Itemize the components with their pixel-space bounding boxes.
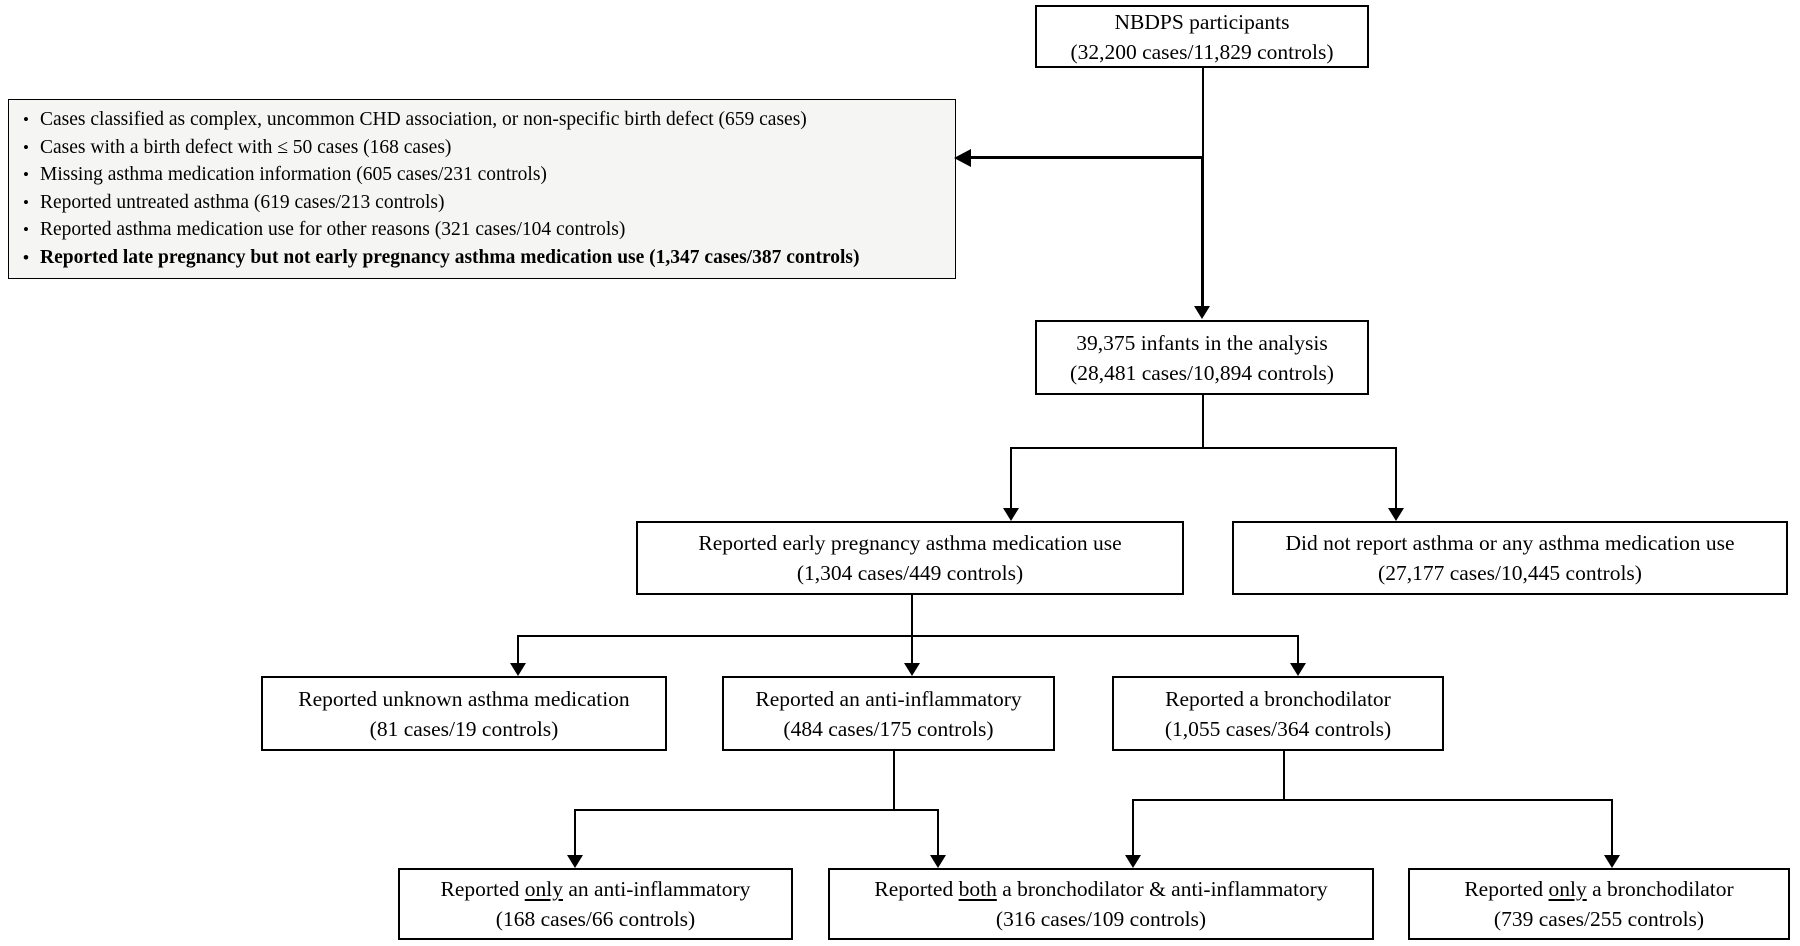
box-title: 39,375 infants in the analysis	[1076, 330, 1328, 355]
bullet-icon: •	[23, 137, 29, 157]
arrowhead-into-both-right-icon	[1125, 855, 1141, 868]
box-title: Reported unknown asthma medication	[298, 686, 630, 711]
label-text: Reported	[440, 877, 525, 901]
label-underlined-word: only	[1548, 877, 1587, 901]
box-infants-in-analysis: 39,375 infants in the analysis (28,481 c…	[1035, 320, 1369, 395]
arrowhead-into-early-icon	[1003, 508, 1019, 521]
exclusion-item: • Cases with a birth defect with ≤ 50 ca…	[23, 134, 945, 162]
connector-drop-didnot	[1395, 447, 1397, 508]
arrowhead-into-onlybroncho-icon	[1604, 855, 1620, 868]
exclusion-item: • Reported asthma medication use for oth…	[23, 216, 945, 244]
connector-early-stem	[911, 595, 913, 636]
box-title: Reported an anti-inflammatory	[755, 686, 1022, 711]
connector-analysis-split	[1011, 447, 1397, 449]
arrowhead-into-anti-icon	[904, 663, 920, 676]
box-stats: (1,304 cases/449 controls)	[796, 561, 1024, 585]
box-stats: (168 cases/66 controls)	[495, 907, 696, 931]
box-title: NBDPS participants	[1114, 9, 1290, 34]
bullet-icon: •	[23, 192, 29, 212]
label-text: a bronchodilator & anti-inflammatory	[996, 877, 1328, 901]
exclusion-criteria-box: • Cases classified as complex, uncommon …	[8, 99, 956, 279]
box-stats: (28,481 cases/10,894 controls)	[1070, 360, 1334, 385]
arrowhead-into-didnot-icon	[1388, 508, 1404, 521]
box-anti-inflammatory: Reported an anti-inflammatory (484 cases…	[722, 676, 1055, 751]
box-title: Reported early pregnancy asthma medicati…	[698, 531, 1122, 555]
exclusion-item-text: Missing asthma medication information (6…	[40, 164, 547, 185]
connector-drop-both-from-anti	[937, 809, 939, 856]
exclusion-item-text: Reported untreated asthma (619 cases/213…	[40, 191, 445, 213]
connector-drop-anti	[911, 635, 913, 664]
label-text: Reported	[874, 877, 959, 901]
connector-junction-to-analysis	[1201, 156, 1204, 308]
box-stats: (739 cases/255 controls)	[1493, 907, 1705, 931]
connector-drop-early	[1010, 447, 1012, 508]
box-stats: (81 cases/19 controls)	[369, 716, 559, 741]
box-early-pregnancy-med-use: Reported early pregnancy asthma medicati…	[636, 521, 1184, 595]
box-title: Did not report asthma or any asthma medi…	[1285, 531, 1735, 555]
box-unknown-asthma-medication: Reported unknown asthma medication (81 c…	[261, 676, 667, 751]
label-text: a bronchodilator	[1586, 877, 1734, 901]
bullet-icon: •	[23, 220, 29, 239]
connector-drop-unknown	[517, 635, 519, 664]
box-stats: (316 cases/109 controls)	[995, 907, 1207, 931]
label-underlined-word: both	[958, 877, 997, 901]
exclusion-item-text: Cases classified as complex, uncommon CH…	[40, 109, 807, 130]
box-title: Reported both a bronchodilator & anti-in…	[874, 874, 1327, 904]
connector-top-to-junction	[1202, 68, 1204, 158]
exclusion-item: • Missing asthma medication information …	[23, 161, 945, 189]
arrowhead-into-exclusions-icon	[954, 149, 971, 167]
connector-anti-stem	[893, 751, 895, 810]
exclusion-item: • Cases classified as complex, uncommon …	[23, 106, 945, 134]
connector-drop-broncho	[1297, 635, 1299, 664]
box-title: Reported only an anti-inflammatory	[441, 874, 751, 904]
connector-exclusion-arrow	[968, 156, 1204, 159]
box-stats: (32,200 cases/11,829 controls)	[1070, 39, 1334, 64]
arrowhead-into-broncho-icon	[1290, 663, 1306, 676]
connector-drop-onlybroncho	[1611, 799, 1613, 856]
box-only-bronchodilator: Reported only a bronchodilator (739 case…	[1408, 868, 1790, 940]
bullet-icon: •	[23, 165, 29, 184]
box-nbdps-participants: NBDPS participants (32,200 cases/11,829 …	[1035, 5, 1369, 68]
box-bronchodilator: Reported a bronchodilator (1,055 cases/3…	[1112, 676, 1444, 751]
box-title: Reported a bronchodilator	[1165, 686, 1391, 711]
connector-early-split	[518, 635, 1299, 637]
exclusion-item: • Reported late pregnancy but not early …	[23, 244, 945, 272]
box-title: Reported only a bronchodilator	[1464, 874, 1733, 904]
box-stats: (484 cases/175 controls)	[783, 716, 994, 741]
connector-drop-both-from-broncho	[1132, 799, 1134, 856]
connector-broncho-stem	[1283, 751, 1285, 800]
exclusion-item-text: Reported late pregnancy but not early pr…	[40, 246, 860, 268]
box-both-bronchodilator-and-anti-inflammatory: Reported both a bronchodilator & anti-in…	[828, 868, 1374, 940]
arrowhead-into-both-left-icon	[930, 855, 946, 868]
connector-broncho-split	[1133, 799, 1613, 801]
box-stats: (1,055 cases/364 controls)	[1164, 716, 1392, 741]
box-only-anti-inflammatory: Reported only an anti-inflammatory (168 …	[398, 868, 793, 940]
bullet-icon: •	[23, 110, 29, 129]
connector-drop-onlyanti	[574, 809, 576, 856]
box-did-not-report-med-use: Did not report asthma or any asthma medi…	[1232, 521, 1788, 595]
label-text: an anti-inflammatory	[562, 877, 751, 901]
arrowhead-into-onlyanti-icon	[567, 855, 583, 868]
label-text: Reported	[1464, 877, 1549, 901]
bullet-icon: •	[23, 247, 29, 267]
exclusion-item-text: Reported asthma medication use for other…	[40, 219, 626, 240]
exclusion-item: • Reported untreated asthma (619 cases/2…	[23, 189, 945, 217]
label-underlined-word: only	[524, 877, 563, 901]
connector-analysis-stem	[1202, 395, 1204, 448]
connector-anti-split	[575, 809, 939, 811]
arrowhead-into-unknown-icon	[510, 663, 526, 676]
exclusion-item-text: Cases with a birth defect with ≤ 50 case…	[40, 136, 452, 158]
arrowhead-into-analysis-icon	[1194, 306, 1210, 319]
box-stats: (27,177 cases/10,445 controls)	[1378, 561, 1642, 585]
